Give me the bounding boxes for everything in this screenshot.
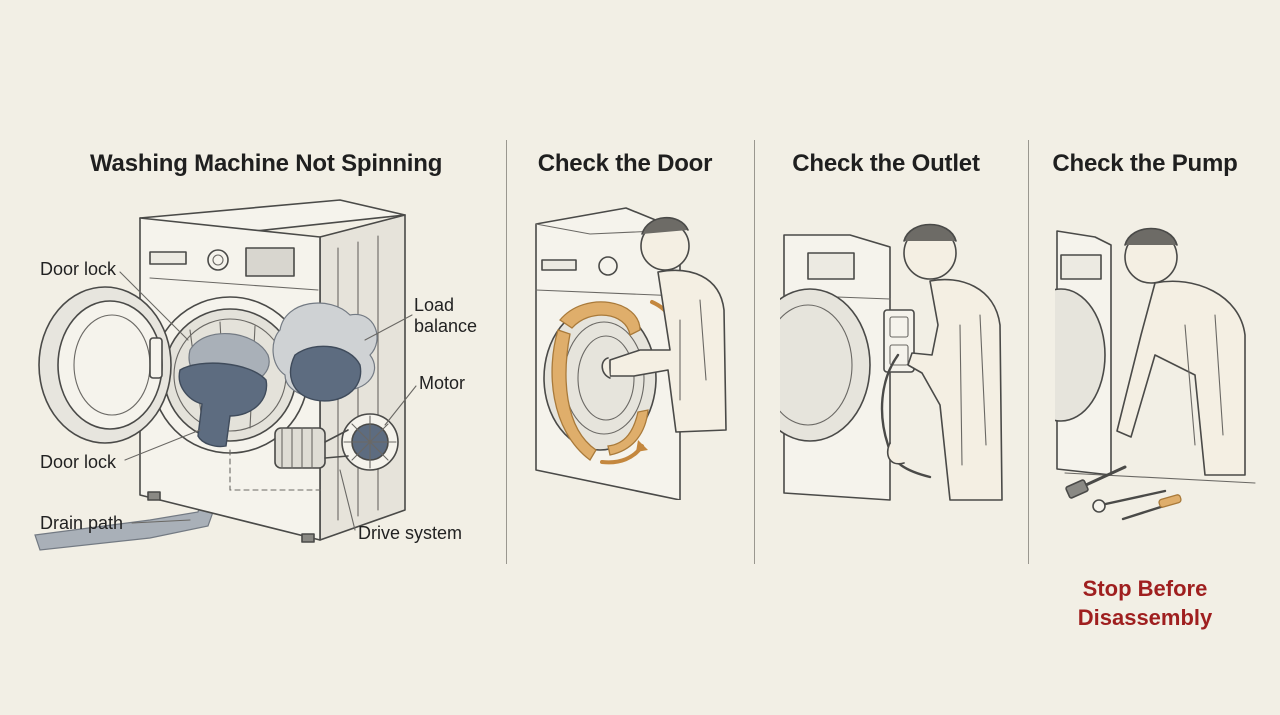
check-pump-illustration <box>1055 227 1256 521</box>
warning-line1: Stop Before <box>1082 576 1208 601</box>
panel-title-washing-machine-not-spinning: Washing Machine Not Spinning <box>90 150 443 177</box>
panel-title-check-the-outlet: Check the Outlet <box>792 150 980 177</box>
panel-divider-3 <box>1028 140 1029 564</box>
callout-load-balance-line2: balance <box>414 316 478 336</box>
callout-door-lock-top: Door lock <box>40 259 117 279</box>
panel-divider-1 <box>506 140 507 564</box>
callout-door-lock-bottom: Door lock <box>40 452 117 472</box>
callout-load-balance-line1: Load <box>414 295 455 315</box>
check-outlet-illustration <box>780 223 1003 501</box>
panel-title-check-the-door: Check the Door <box>537 150 713 177</box>
panel-divider-2 <box>754 140 755 564</box>
callout-drive-system: Drive system <box>358 523 463 543</box>
warning-line2: Disassembly <box>1077 605 1213 630</box>
washing-machine-cutaway-illustration <box>34 199 417 551</box>
panel-title-check-the-pump: Check the Pump <box>1052 150 1238 177</box>
check-door-illustration <box>535 207 727 500</box>
callout-motor: Motor <box>419 373 466 393</box>
warning-stop-before-disassembly: Stop Before Disassembly <box>1040 574 1250 632</box>
callout-drain-path: Drain path <box>40 513 124 533</box>
